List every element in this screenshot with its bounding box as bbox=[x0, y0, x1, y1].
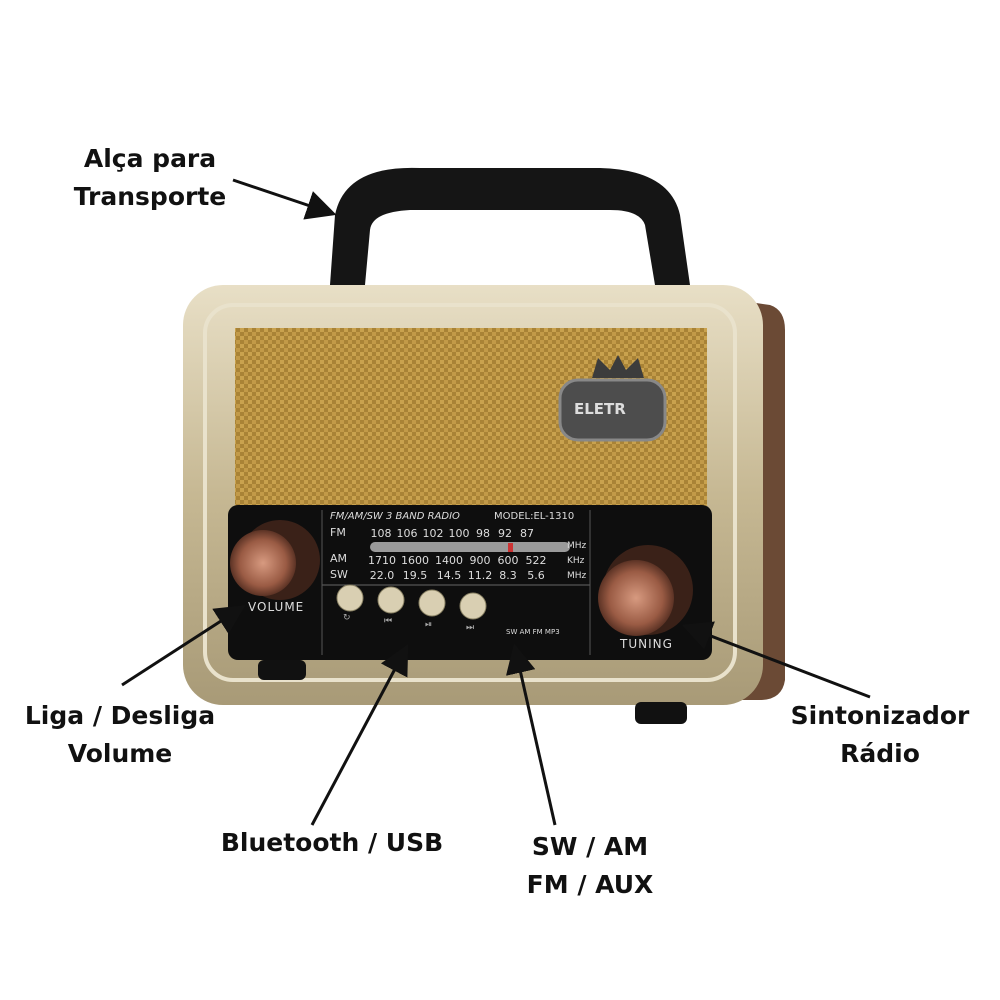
tuner-arrow bbox=[681, 621, 871, 699]
callout-power-volume: Liga / Desliga Volume bbox=[20, 697, 220, 773]
callout-mode: SW / AM FM / AUX bbox=[510, 828, 670, 904]
am-label: AM bbox=[330, 552, 348, 565]
tuning-label: TUNING bbox=[620, 637, 673, 651]
fm-label: FM bbox=[330, 526, 346, 539]
body-trim bbox=[203, 303, 737, 682]
callout-tuner: Sintonizador Rádio bbox=[780, 697, 980, 773]
model-label: MODEL:EL-1310 bbox=[494, 511, 575, 522]
fm-tick: 102 bbox=[422, 527, 444, 540]
volume-label: VOLUME bbox=[248, 600, 305, 614]
sw-tick: 14.5 bbox=[436, 569, 462, 582]
volume-knob[interactable] bbox=[230, 520, 320, 600]
callout-tuner-line1: Sintonizador bbox=[790, 701, 970, 730]
sw-tick: 8.3 bbox=[499, 569, 517, 582]
am-tick: 1710 bbox=[368, 554, 396, 567]
next-icon: ⏭ bbox=[466, 623, 474, 633]
volume-arrow bbox=[121, 605, 246, 687]
band-title: FM/AM/SW 3 BAND RADIO bbox=[330, 511, 460, 522]
sw-tick: 19.5 bbox=[402, 569, 428, 582]
sw-scale: 22.0 19.5 14.5 11.2 8.3 5.6 bbox=[366, 570, 550, 582]
callout-power-line2: Volume bbox=[67, 739, 173, 768]
fm-tick: 87 bbox=[520, 527, 534, 540]
fm-tick: 106 bbox=[396, 527, 418, 540]
dial-needle bbox=[508, 543, 513, 552]
handle-arrow bbox=[232, 178, 337, 220]
callout-handle-line2: Transporte bbox=[73, 182, 227, 211]
am-tick: 522 bbox=[525, 554, 547, 567]
sw-tick: 5.6 bbox=[527, 569, 545, 582]
am-tick: 900 bbox=[469, 554, 491, 567]
control-buttons[interactable] bbox=[336, 584, 487, 620]
callout-bluetooth-usb: Bluetooth / USB bbox=[220, 828, 444, 857]
brand-badge bbox=[558, 355, 667, 442]
mode-arrow bbox=[505, 643, 557, 826]
callout-tuner-line2: Rádio bbox=[840, 739, 920, 768]
callout-handle-line1: Alça para bbox=[83, 144, 217, 173]
fm-tick: 100 bbox=[448, 527, 470, 540]
callout-mode-line1: SW / AM bbox=[531, 832, 649, 861]
am-tick: 1400 bbox=[435, 554, 463, 567]
dial-panel bbox=[228, 505, 712, 660]
am-tick: 1600 bbox=[401, 554, 429, 567]
brand-badge-text: ELETR bbox=[574, 400, 626, 418]
foot bbox=[635, 702, 687, 724]
am-unit: KHz bbox=[567, 556, 585, 566]
foot bbox=[258, 660, 306, 680]
fm-unit: MHz bbox=[567, 541, 587, 551]
tuning-knob[interactable] bbox=[598, 545, 693, 636]
fm-tick: 98 bbox=[476, 527, 490, 540]
sw-label: SW bbox=[330, 568, 348, 581]
sw-unit: MHz bbox=[567, 571, 587, 581]
carry-handle bbox=[330, 167, 690, 285]
fm-scale: 108 106 102 100 98 92 87 bbox=[368, 528, 538, 540]
am-tick: 600 bbox=[497, 554, 519, 567]
callout-power-line1: Liga / Desliga bbox=[24, 701, 216, 730]
mode-switch-label: SW AM FM MP3 bbox=[506, 628, 560, 636]
sw-tick: 11.2 bbox=[467, 569, 493, 582]
play-pause-icon: ⏯ bbox=[425, 620, 432, 630]
callout-mode-line2: FM / AUX bbox=[526, 870, 654, 899]
dial-window bbox=[370, 542, 570, 552]
bluetooth-arrow bbox=[310, 644, 409, 826]
repeat-icon: ↻ bbox=[343, 613, 351, 623]
fm-tick: 92 bbox=[498, 527, 512, 540]
sw-tick: 22.0 bbox=[369, 569, 395, 582]
callout-handle: Alça para Transporte bbox=[70, 140, 230, 216]
fm-tick: 108 bbox=[370, 527, 392, 540]
previous-icon: ⏮ bbox=[384, 616, 392, 626]
am-scale: 1710 1600 1400 900 600 522 bbox=[366, 555, 550, 567]
